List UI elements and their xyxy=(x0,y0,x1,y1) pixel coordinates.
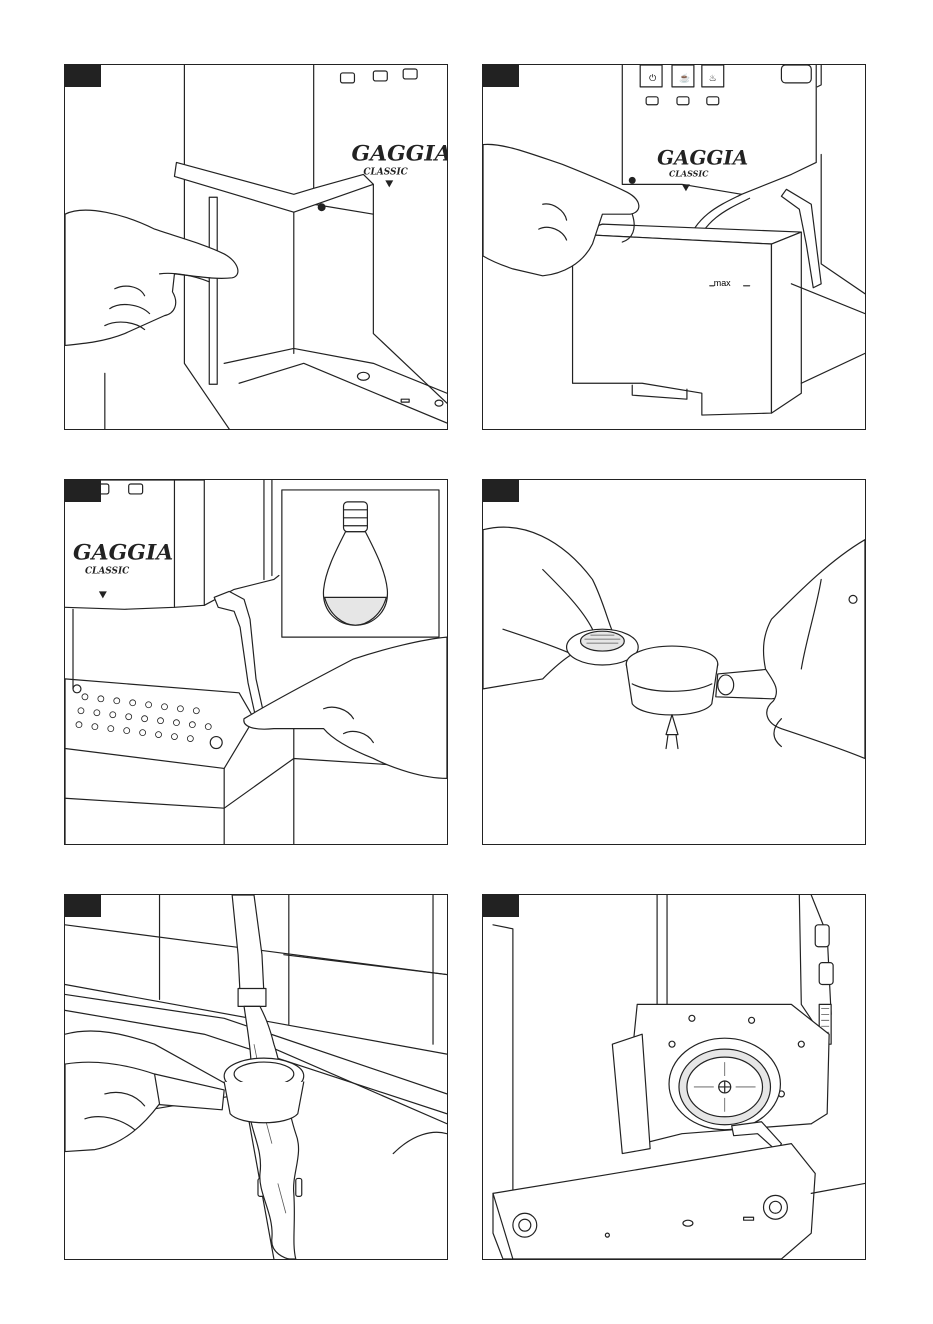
step-tab-6 xyxy=(483,895,519,917)
logo-gaggia: GAGGIA xyxy=(351,140,447,166)
panel-step-5 xyxy=(64,894,448,1260)
logo-classic-2: CLASSIC xyxy=(669,169,709,178)
steam-icon: ♨ xyxy=(709,73,717,83)
panel-step-3: GAGGIA CLASSIC xyxy=(64,479,448,845)
tank-max-label: max xyxy=(714,278,731,288)
cup-icon: ☕ xyxy=(679,72,690,83)
illustration-portafilter xyxy=(483,480,865,844)
illustration-rinsing xyxy=(65,895,447,1259)
logo-classic-3: CLASSIC xyxy=(85,566,130,576)
step-tab-5 xyxy=(65,895,101,917)
logo-gaggia-3: GAGGIA xyxy=(73,540,173,566)
step-tab-3 xyxy=(65,480,101,502)
panel-step-1: GAGGIA CLASSIC xyxy=(64,64,448,430)
illustration-steam-wand: GAGGIA CLASSIC xyxy=(65,480,447,844)
illustration-tank-removal: ⏻ ☕ ♨ GAGGIA CLASSIC max xyxy=(483,65,865,429)
illustration-group-head xyxy=(483,895,865,1259)
logo-classic: CLASSIC xyxy=(363,167,408,177)
step-tab-4 xyxy=(483,480,519,502)
power-icon: ⏻ xyxy=(649,73,656,83)
panel-step-4 xyxy=(482,479,866,845)
panel-step-6 xyxy=(482,894,866,1260)
panel-step-2: ⏻ ☕ ♨ GAGGIA CLASSIC max xyxy=(482,64,866,430)
step-tab-2 xyxy=(483,65,519,87)
logo-gaggia-2: GAGGIA xyxy=(657,145,748,169)
illustration-tank-rod: GAGGIA CLASSIC xyxy=(65,65,447,429)
step-tab-1 xyxy=(65,65,101,87)
